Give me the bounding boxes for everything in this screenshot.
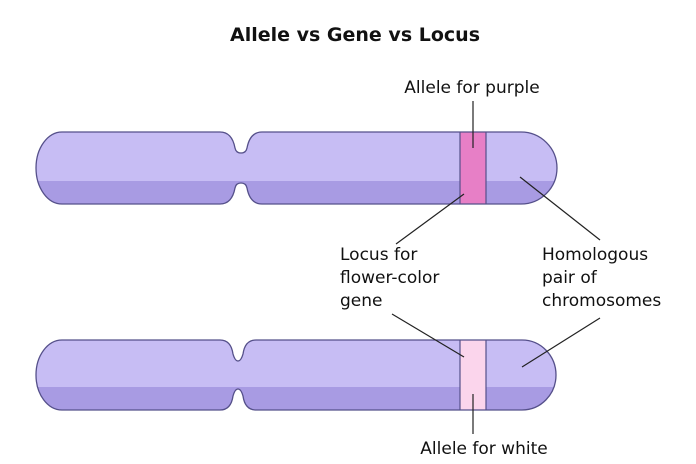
chromosome-bottom-outline [35, 339, 557, 411]
chromosome-top-outline [35, 131, 558, 205]
leader-locus [395, 193, 465, 245]
label-homologous-line-3: chromosomes [542, 291, 661, 311]
leader-homologous-top [519, 176, 601, 241]
label-allele-white: Allele for white [420, 439, 547, 459]
label-allele-purple: Allele for purple [404, 78, 539, 98]
chromosome-bottom [35, 339, 557, 411]
chromosome-bottom-shadow [36, 387, 556, 410]
chromosome-top-shadow [36, 181, 557, 204]
label-locus: Locus for flower-color gene [340, 245, 445, 311]
label-homologous-line-2: pair of [542, 268, 598, 288]
chromosome-bottom-body [36, 340, 556, 410]
chromosome-top [35, 131, 558, 205]
label-homologous-line-1: Homologous [542, 245, 648, 265]
leader-homologous-bottom [521, 317, 601, 368]
label-locus-line-1: Locus for [340, 245, 417, 265]
label-homologous: Homologous pair of chromosomes [542, 245, 661, 311]
label-locus-line-2: flower-color [340, 268, 439, 288]
diagram-title: Allele vs Gene vs Locus [230, 24, 480, 46]
leader-locus-bottom [391, 313, 465, 358]
chromosome-top-body [36, 132, 557, 204]
label-locus-line-3: gene [340, 291, 382, 311]
